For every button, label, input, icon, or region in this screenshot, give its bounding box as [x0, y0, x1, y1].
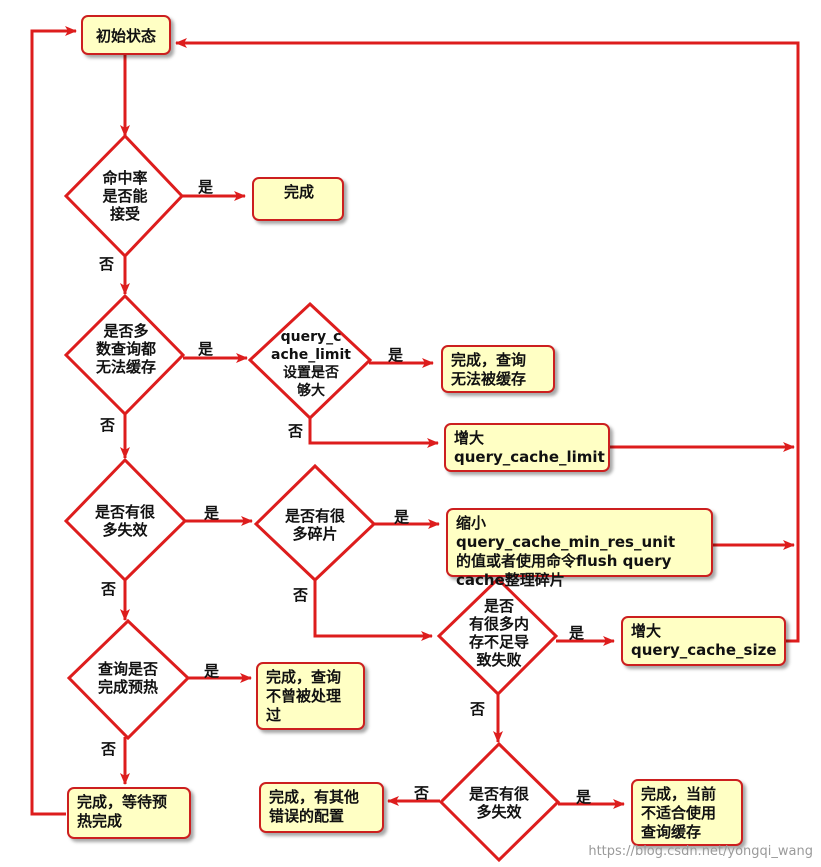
done-wait-box: 完成，等待预 热完成: [67, 787, 191, 839]
done-wait-text: 完成，等待预 热完成: [77, 793, 168, 830]
increase-limit-box: 增大 query_cache_limit: [444, 423, 610, 472]
label-yes-fragments: 是: [394, 508, 410, 526]
invalidations2-text: 是否有很 多失效: [468, 785, 529, 821]
label-no-invalidations: 否: [101, 580, 117, 598]
edge-loop-back-to-start: [175, 38, 800, 643]
lowmem-text: 是否 有很多内 存不足导 致失败: [468, 597, 529, 669]
label-no-lowmem: 否: [470, 700, 486, 718]
start-text: 初始状态: [95, 27, 156, 45]
done-other-error-text: 完成，有其他 错误的配置: [269, 788, 360, 825]
label-no-limit: 否: [288, 422, 304, 440]
start-box: 初始状态: [81, 15, 171, 55]
edge-left-loop-to-start: [30, 26, 77, 816]
label-yes-invalidations: 是: [204, 504, 220, 522]
fragments-text: 是否有很 多碎片: [284, 507, 345, 543]
edge-limit-no: [308, 418, 439, 448]
watermark: https://blog.csdn.net/yongqi_wang: [588, 844, 813, 859]
edge-fragments-no: [313, 578, 433, 641]
increase-size-box: 增大 query_cache_size: [621, 616, 786, 666]
shrink-unit-box: 缩小query_cache_min_res_unit 的值或者使用命令flush…: [446, 508, 713, 589]
shrink-unit-text: 缩小query_cache_min_res_unit 的值或者使用命令flush…: [456, 514, 676, 589]
label-yes-hitrate: 是: [198, 178, 214, 196]
done-other-error-box: 完成，有其他 错误的配置: [259, 782, 384, 833]
diamond-warmup: [66, 618, 191, 741]
hit-rate-text: 命中率 是否能 接受: [102, 169, 148, 223]
done-ok-box: 完成: [252, 177, 344, 221]
increase-limit-text: 增大 query_cache_limit: [454, 429, 605, 466]
diamond-fragments: [253, 463, 377, 583]
label-no-fragments: 否: [293, 586, 309, 604]
diamond-invalidations2: [438, 741, 561, 863]
done-uncacheable-box: 完成，查询 无法被缓存: [441, 345, 555, 393]
diamond-lowmem: [436, 576, 559, 697]
diamond-hit-rate: [63, 133, 185, 259]
label-no-warmup: 否: [101, 740, 117, 758]
label-yes-lowmem: 是: [569, 624, 585, 642]
label-yes-invalidations2: 是: [576, 788, 592, 806]
uncacheable-text: 是否多 数查询都 无法缓存: [95, 322, 156, 376]
warmup-text: 查询是否 完成预热: [97, 660, 158, 696]
label-yes-uncacheable: 是: [198, 340, 214, 358]
diamond-limit: [247, 301, 373, 421]
done-unsuitable-box: 完成，当前 不适合使用 查询缓存: [631, 779, 743, 846]
label-no-uncacheable: 否: [100, 416, 116, 434]
done-uncacheable-text: 完成，查询 无法被缓存: [451, 351, 527, 388]
label-no-invalidations2: 否: [414, 784, 430, 802]
label-yes-limit: 是: [388, 346, 404, 364]
invalidations-text: 是否有很 多失效: [94, 503, 155, 539]
done-ok-text: 完成: [284, 183, 315, 201]
diamond-invalidations: [63, 457, 188, 583]
done-unprocessed-text: 完成，查询 不曾被处理 过: [266, 668, 342, 724]
limit-text: query_c ache_limit 设置是否 够大: [271, 329, 351, 399]
done-unprocessed-box: 完成，查询 不曾被处理 过: [256, 662, 365, 730]
diamond-uncacheable: [63, 293, 186, 417]
label-yes-warmup: 是: [204, 662, 220, 680]
increase-size-text: 增大 query_cache_size: [631, 622, 777, 659]
done-unsuitable-text: 完成，当前 不适合使用 查询缓存: [641, 785, 717, 841]
label-no-hitrate: 否: [99, 255, 115, 273]
